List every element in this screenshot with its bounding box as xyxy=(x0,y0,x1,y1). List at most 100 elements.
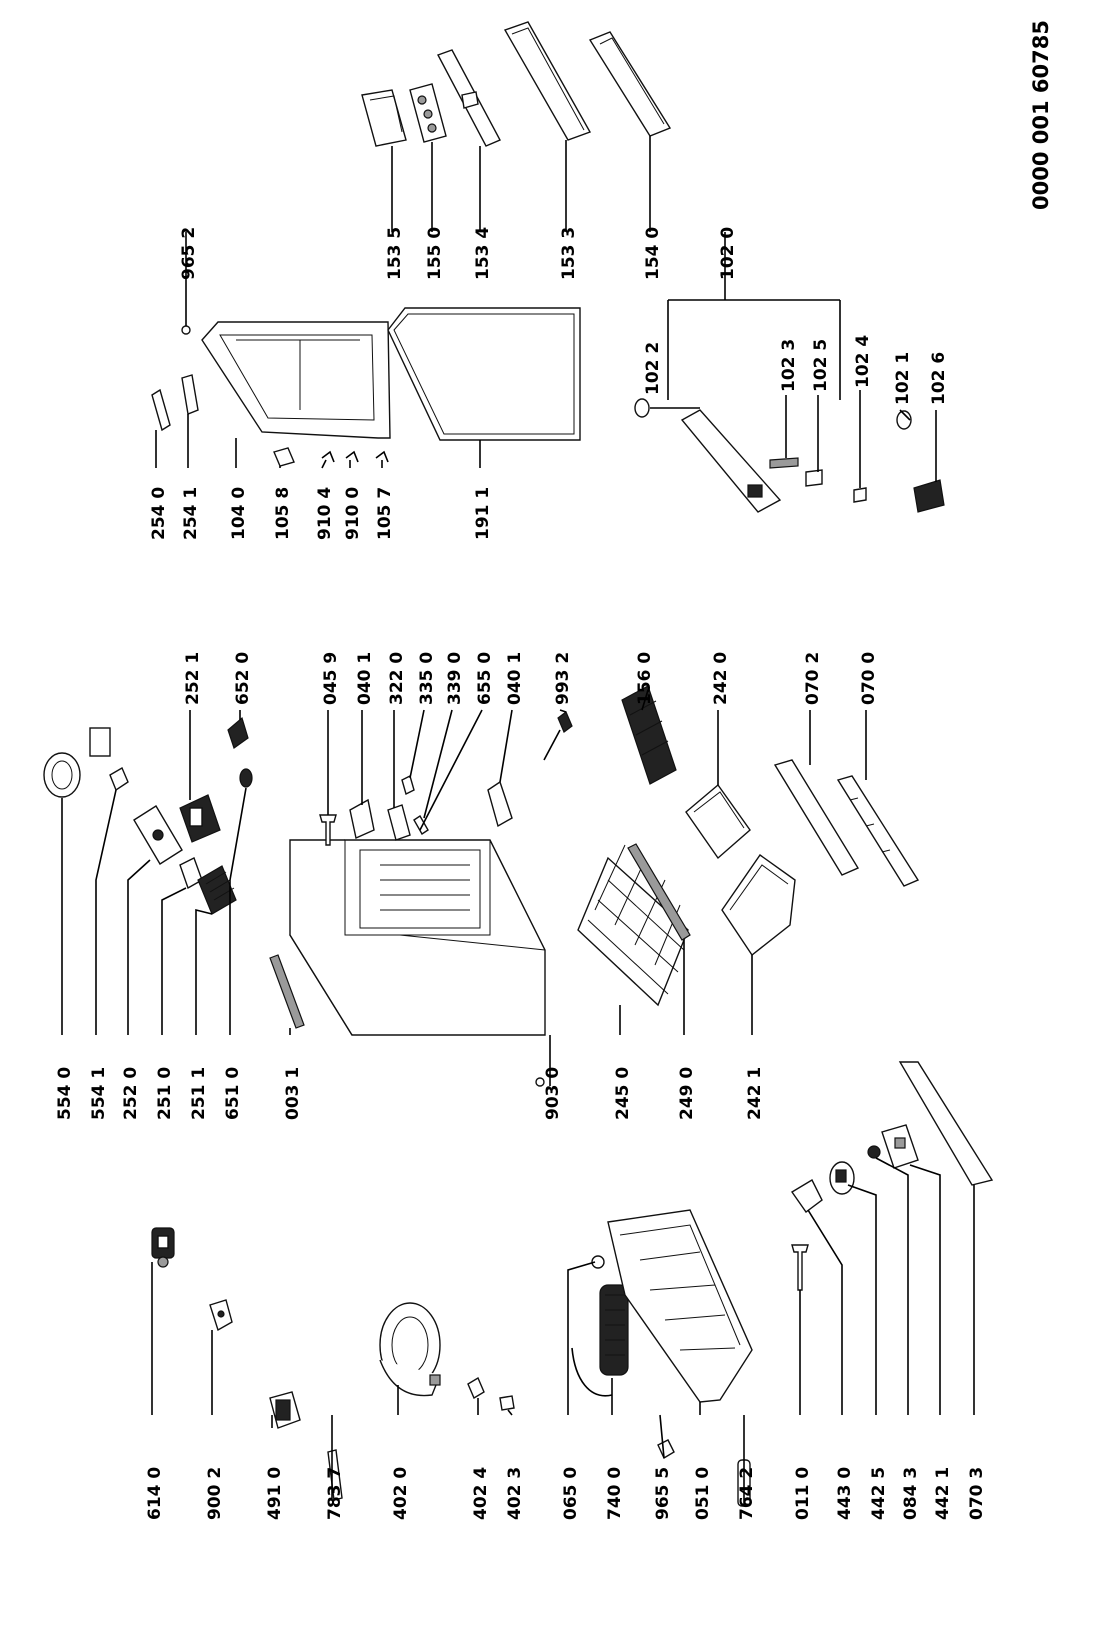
bar-part-1534 xyxy=(437,49,501,147)
part-label-5541: 554 1 xyxy=(89,1067,109,1120)
part-label-1534: 153 4 xyxy=(473,227,493,280)
part-label-3220: 322 0 xyxy=(387,652,407,705)
ice-tray-part-1560 xyxy=(621,685,677,785)
part-label-1533: 153 3 xyxy=(559,227,579,280)
part-label-1025: 102 5 xyxy=(811,339,831,392)
part-label-1540: 154 0 xyxy=(643,227,663,280)
part-label-4425: 442 5 xyxy=(869,1467,889,1520)
switch-part-1023 xyxy=(769,457,799,469)
pin-part-9104 xyxy=(321,450,335,463)
screw-part-0110 xyxy=(791,1244,809,1291)
part-label-0703: 070 3 xyxy=(967,1467,987,1520)
part-label-4020: 402 0 xyxy=(391,1467,411,1520)
part-label-1023: 102 3 xyxy=(779,339,799,392)
part-label-3350: 335 0 xyxy=(417,652,437,705)
crisper-part-2421 xyxy=(721,854,796,957)
pin-part-9100 xyxy=(345,450,359,463)
part-label-2520: 252 0 xyxy=(121,1067,141,1120)
fan-ring-part-5540 xyxy=(43,727,111,798)
part-label-1021: 102 1 xyxy=(893,352,913,405)
part-label-0510: 051 0 xyxy=(693,1467,713,1520)
handle-part-2540 xyxy=(151,388,171,432)
part-label-0843: 084 3 xyxy=(901,1467,921,1520)
part-label-2490: 249 0 xyxy=(677,1067,697,1120)
screw-part-9652 xyxy=(181,325,191,335)
part-label-2421: 242 1 xyxy=(745,1067,765,1120)
pin-part-3390 xyxy=(413,815,429,835)
bracket-part-1026 xyxy=(913,479,945,513)
part-label-2511: 251 1 xyxy=(189,1067,209,1120)
lamp-cover-part-2510 xyxy=(179,857,203,890)
screw-part-9030 xyxy=(535,1077,545,1087)
freezer-door-part-1040 xyxy=(201,321,391,439)
part-label-2510: 251 0 xyxy=(155,1067,175,1120)
rail-part-0702 xyxy=(773,759,860,876)
grille-part-2511 xyxy=(197,865,237,915)
base-frame-part-0510 xyxy=(607,1209,753,1403)
clip-part-1058 xyxy=(273,447,295,467)
cover-part-1022 xyxy=(634,398,650,418)
part-label-0401-a: 040 1 xyxy=(355,652,375,705)
part-label-1560: 156 0 xyxy=(635,652,655,705)
part-label-9652: 965 2 xyxy=(179,227,199,280)
pad-part-1024 xyxy=(853,487,867,503)
egg-shelf-part-1535 xyxy=(361,89,407,147)
part-label-9030: 903 0 xyxy=(543,1067,563,1120)
part-label-1020: 102 0 xyxy=(718,227,738,280)
part-label-2450: 245 0 xyxy=(613,1067,633,1120)
clip-part-4023 xyxy=(499,1395,515,1411)
part-labels: 614 0 900 2 491 0 783 7 402 0 402 4 402 … xyxy=(55,227,987,1520)
relay-part-6140 xyxy=(151,1227,175,1268)
part-label-1040: 104 0 xyxy=(229,487,249,540)
part-label-7642: 764 2 xyxy=(737,1467,757,1520)
probe-part-9932 xyxy=(543,711,573,761)
bushing-part-0843 xyxy=(867,1145,881,1159)
trim-strip-part-0031 xyxy=(269,954,305,1029)
part-label-0110: 011 0 xyxy=(793,1467,813,1520)
part-label-5540: 554 0 xyxy=(55,1067,75,1120)
part-label-9932: 993 2 xyxy=(553,652,573,705)
part-label-4024: 402 4 xyxy=(471,1467,491,1520)
part-label-2541: 254 1 xyxy=(181,487,201,540)
condenser-part-7400 xyxy=(571,1284,629,1397)
thermostat-housing-part-2521 xyxy=(179,794,221,843)
part-label-6520: 652 0 xyxy=(233,652,253,705)
door-shelf-part-1533 xyxy=(503,21,592,141)
part-label-4910: 491 0 xyxy=(265,1467,285,1520)
part-label-3390: 339 0 xyxy=(445,652,465,705)
cover-part-4910 xyxy=(269,1391,301,1429)
knob-part-1021 xyxy=(896,410,912,430)
bracket-part-4421 xyxy=(881,1124,919,1169)
clip-part-4430 xyxy=(790,1179,823,1213)
light-cover-part-1020 xyxy=(680,409,782,513)
part-label-0401-b: 040 1 xyxy=(505,652,525,705)
compressor-part-4020 xyxy=(379,1302,441,1397)
part-label-0031: 003 1 xyxy=(283,1067,303,1120)
part-label-0459: 045 9 xyxy=(321,652,341,705)
cabinet-part xyxy=(289,839,546,1036)
pin-part-1057 xyxy=(375,450,389,463)
bolt-part-0459 xyxy=(319,814,337,846)
part-label-1550: 155 0 xyxy=(425,227,445,280)
rail-part-0703 xyxy=(898,1061,994,1186)
pad-part-1025 xyxy=(805,469,823,487)
part-label-4421: 442 1 xyxy=(933,1467,953,1520)
part-label-6140: 614 0 xyxy=(145,1467,165,1520)
part-label-0650: 065 0 xyxy=(561,1467,581,1520)
part-label-1535: 153 5 xyxy=(385,227,405,280)
part-label-2540: 254 0 xyxy=(149,487,169,540)
part-label-7837: 783 7 xyxy=(325,1467,345,1520)
part-label-9002: 900 2 xyxy=(205,1467,225,1520)
sensor-part-6520 xyxy=(227,716,249,749)
hinge-part-0401-top xyxy=(349,798,375,839)
egg-tray-part-1550 xyxy=(409,83,447,143)
part-label-9104: 910 4 xyxy=(315,487,335,540)
shelf-trim-part-2490 xyxy=(627,843,691,941)
hinge-part-3220 xyxy=(387,804,411,841)
part-label-4430: 443 0 xyxy=(835,1467,855,1520)
rail-part-0700 xyxy=(836,775,920,887)
part-label-9100: 910 0 xyxy=(343,487,363,540)
part-label-2420: 242 0 xyxy=(711,652,731,705)
part-label-0700: 070 0 xyxy=(859,652,879,705)
